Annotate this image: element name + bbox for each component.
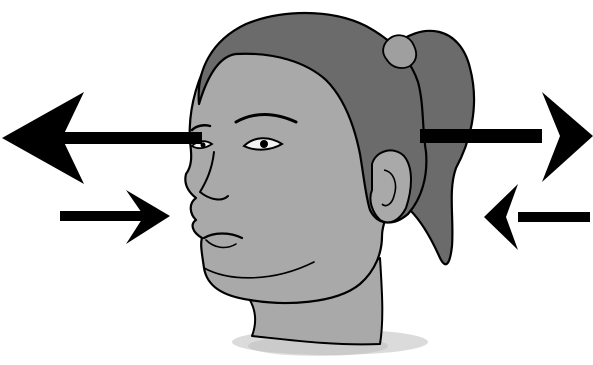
ear xyxy=(370,150,411,222)
arrow-lower-right xyxy=(484,184,590,250)
pupil-right xyxy=(260,140,268,148)
arrow-lower-left xyxy=(60,190,170,244)
arrow-upper-left xyxy=(2,92,202,184)
